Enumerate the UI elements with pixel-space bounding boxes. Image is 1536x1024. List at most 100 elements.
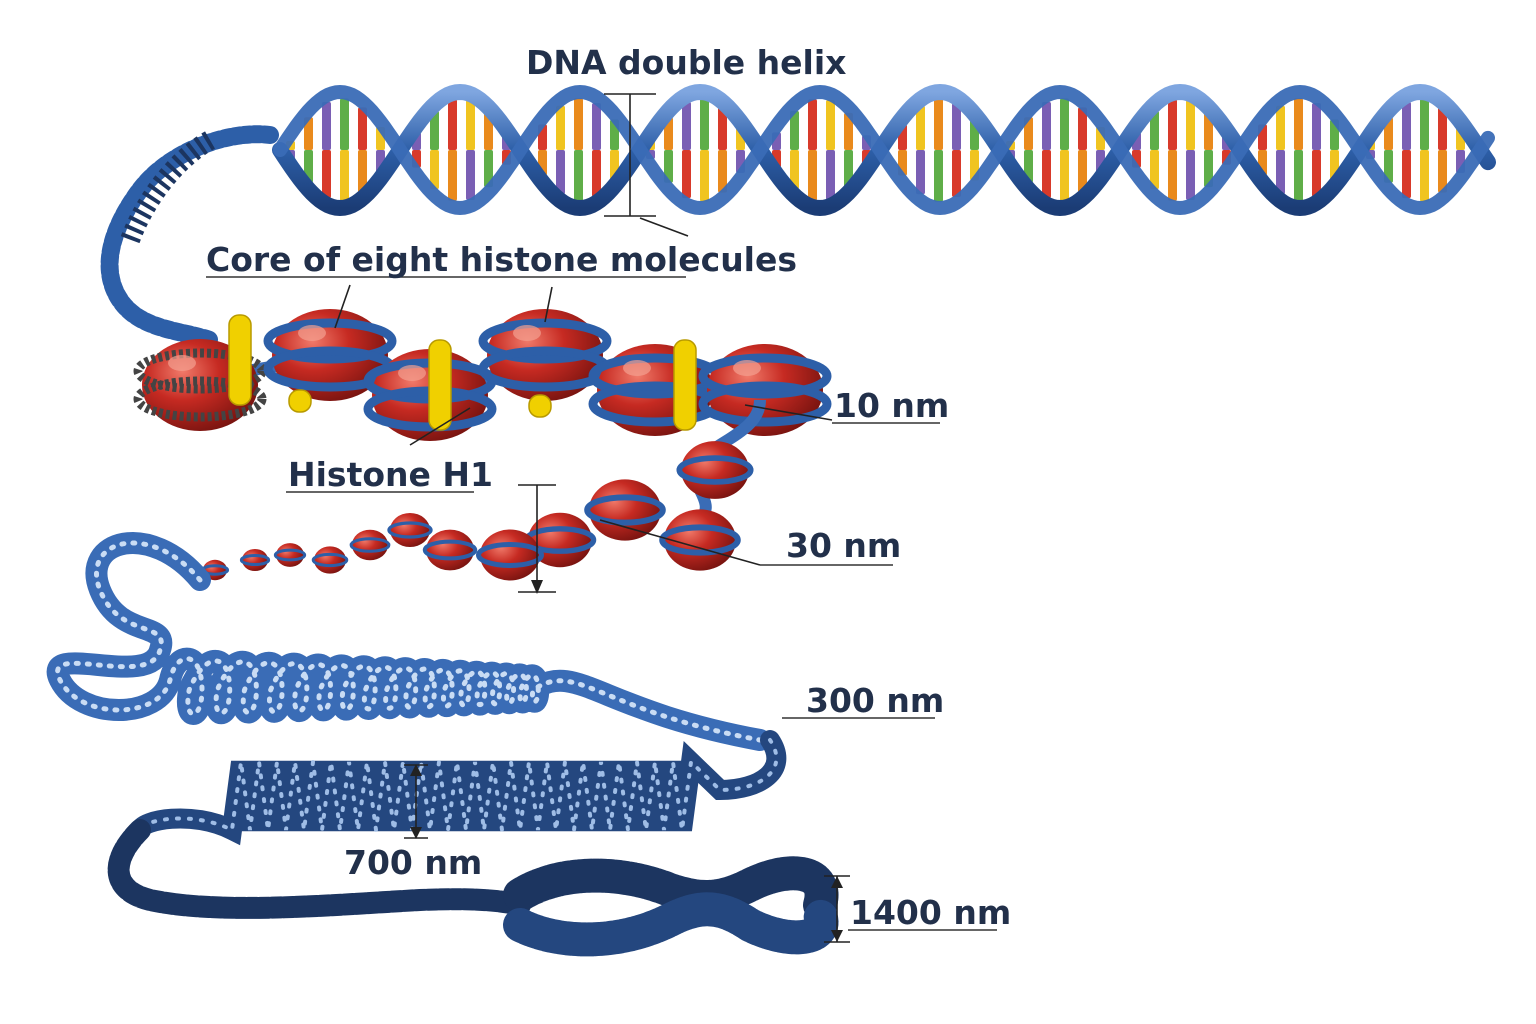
- base-pair-half: [1294, 98, 1303, 150]
- base-pair-half: [322, 150, 331, 199]
- fiber30-wrap: [349, 537, 391, 553]
- base-pair-half: [574, 98, 583, 150]
- base-pair-half: [1276, 105, 1285, 150]
- histone-highlight: [733, 360, 761, 376]
- histone-highlight: [298, 325, 326, 341]
- dna-wrap: [698, 381, 832, 427]
- base-pair-half: [1042, 150, 1051, 199]
- fiber30-nucleosome: [314, 546, 346, 574]
- histone-h1: [673, 339, 697, 431]
- marker-700nm: [404, 764, 428, 839]
- base-pair-half: [700, 150, 709, 202]
- base-pair-half: [1186, 99, 1195, 150]
- base-pair-half: [466, 150, 475, 201]
- fiber30-wrap: [659, 524, 741, 556]
- base-pair-half: [682, 101, 691, 150]
- base-pair-half: [358, 150, 367, 193]
- base-pair-half: [1402, 101, 1411, 150]
- base-pair-half: [700, 98, 709, 150]
- fiber30-nucleosome: [352, 529, 388, 561]
- base-pair-half: [448, 99, 457, 150]
- base-pair-half: [1060, 150, 1069, 202]
- dna-double-helix: [100, 83, 1496, 349]
- histone-highlight: [168, 355, 196, 371]
- base-pair-half: [1186, 150, 1195, 201]
- base-pair-half: [1060, 98, 1069, 150]
- dna-wrap: [263, 318, 397, 364]
- fiber30-wrap: [422, 539, 478, 561]
- base-pair-half: [808, 150, 817, 201]
- fiber30-wrap: [476, 542, 544, 568]
- base-pair-half: [916, 105, 925, 150]
- label-histone-core: Core of eight histone molecules: [206, 240, 797, 279]
- base-pair-half: [322, 101, 331, 150]
- base-pair-half: [340, 98, 349, 150]
- label-700nm: 700 nm: [344, 843, 482, 882]
- label-1400nm: 1400 nm: [850, 893, 1011, 932]
- base-pair-half: [448, 150, 457, 201]
- label-10nm: 10 nm: [834, 386, 949, 425]
- chromosome-1400nm: [503, 856, 839, 957]
- histone-h1: [428, 339, 452, 431]
- leader-30nm: [599, 519, 761, 566]
- dna-wrap: [133, 348, 267, 394]
- core-leader-2: [544, 286, 553, 323]
- base-pair-half: [592, 103, 601, 150]
- fiber30-wrap: [676, 455, 754, 485]
- fiber30-nucleosome: [276, 543, 304, 567]
- fiber30-nucleosome: [664, 509, 736, 571]
- fiber30-nucleosome: [390, 513, 430, 547]
- base-pair-half: [826, 150, 835, 201]
- base-pair-half: [484, 150, 493, 188]
- fiber30-nucleosome: [589, 479, 661, 541]
- base-pair-half: [1294, 150, 1303, 202]
- base-pair-half: [1420, 150, 1429, 202]
- base-pair-half: [1438, 107, 1447, 150]
- fiber30-nucleosome: [242, 548, 268, 572]
- fiber30-wrap: [273, 548, 307, 562]
- base-pair-half: [1078, 150, 1087, 193]
- base-pair-half: [934, 150, 943, 202]
- dna-coil-descent-dark: [120, 131, 216, 244]
- base-pair-half: [1402, 150, 1411, 199]
- dna-coil-descent: [100, 125, 279, 349]
- base-pair-half: [1276, 150, 1285, 195]
- fiber30-wrap: [239, 553, 271, 567]
- base-pair-half: [1438, 150, 1447, 193]
- base-pair-half: [1312, 103, 1321, 150]
- base-pair-half: [466, 99, 475, 150]
- fiber30-nucleosome: [681, 441, 749, 499]
- base-pair-half: [952, 103, 961, 150]
- base-pair-half: [556, 105, 565, 150]
- label-histone-h1: Histone H1: [288, 455, 493, 494]
- base-pair-half: [1042, 101, 1051, 150]
- fiber30-wrap: [387, 521, 433, 539]
- fiber30-wrap: [584, 494, 666, 526]
- base-pair-half: [484, 112, 493, 150]
- base-pair-half: [844, 150, 853, 188]
- base-pair-half: [916, 150, 925, 195]
- base-pair-half: [790, 110, 799, 150]
- base-pair-half: [430, 110, 439, 150]
- helix-leader: [639, 217, 689, 237]
- base-pair-half: [1204, 150, 1213, 188]
- base-pair-half: [1024, 117, 1033, 150]
- chromatid-upper: [503, 856, 839, 922]
- base-pair-half: [304, 117, 313, 150]
- marker-30nm: [518, 484, 556, 594]
- base-pair-half: [1150, 150, 1159, 190]
- base-pair-half: [1168, 99, 1177, 150]
- base-pair-half: [430, 150, 439, 190]
- fiber30-nucleosome: [426, 529, 474, 571]
- h1-leader: [409, 407, 471, 446]
- fiber-30nm: [200, 399, 766, 581]
- label-30nm: 30 nm: [786, 526, 901, 565]
- base-pair-half: [556, 150, 565, 195]
- base-pair-half: [1078, 107, 1087, 150]
- fiber30-wrap: [311, 552, 349, 568]
- base-pair-half: [1150, 110, 1159, 150]
- base-pair-half: [682, 150, 691, 199]
- histone-highlight: [513, 325, 541, 341]
- base-pair-half: [844, 112, 853, 150]
- base-pair-half: [826, 99, 835, 150]
